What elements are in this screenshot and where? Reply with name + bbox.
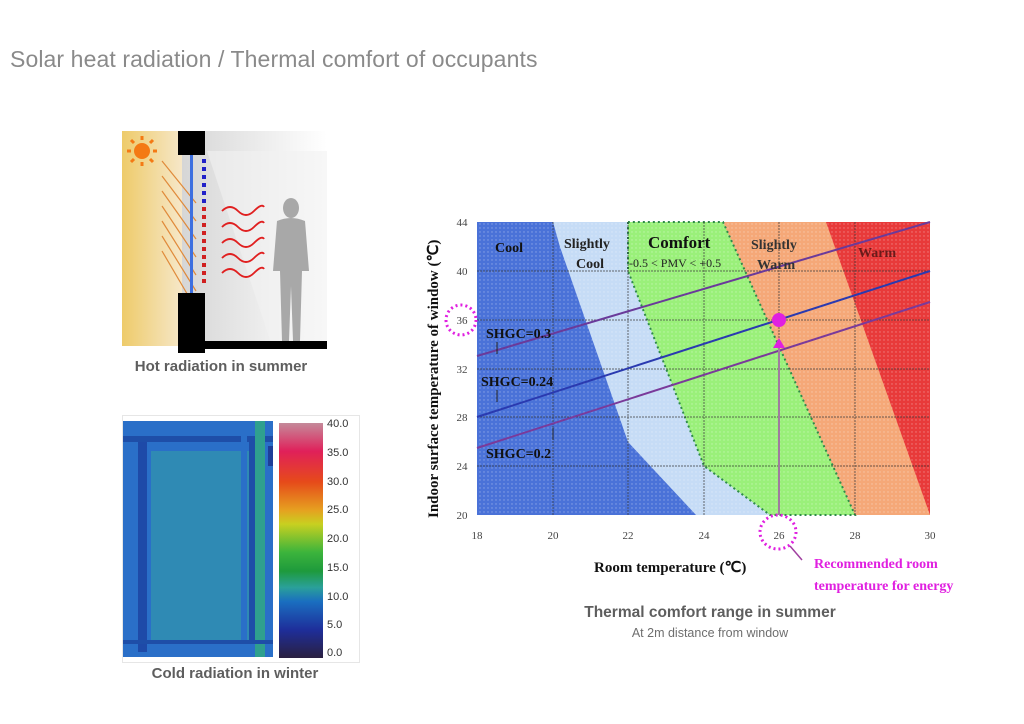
svg-text:20: 20: [457, 510, 469, 522]
colorbar-tick: 30.0: [327, 476, 349, 488]
shgc-0.3-line: [476, 221, 931, 357]
summer-radiation-illustration: [122, 131, 327, 353]
colorbar-tick: 25.0: [327, 504, 349, 516]
svg-text:Room temperature (℃): Room temperature (℃): [594, 560, 746, 576]
svg-text:Recommended room: Recommended room: [814, 557, 938, 572]
colorbar-tick: 15.0: [327, 562, 349, 574]
svg-text:20: 20: [548, 530, 560, 542]
colorbar-tick: 10.0: [327, 591, 349, 603]
colorbar-ticks: 40.0 35.0 30.0 25.0 20.0 15.0 10.0 5.0 0…: [327, 418, 359, 660]
svg-text:SHGC=0.2: SHGC=0.2: [486, 447, 551, 462]
svg-text:40: 40: [457, 266, 469, 278]
colorbar-tick: 5.0: [327, 619, 343, 631]
svg-text:32: 32: [457, 364, 468, 376]
svg-text:Slightly: Slightly: [751, 238, 797, 253]
svg-text:Comfort: Comfort: [648, 233, 711, 252]
recommended-point-marker: [772, 313, 786, 327]
chart-caption: Thermal comfort range in summer: [584, 604, 836, 621]
svg-text:Cool: Cool: [576, 257, 604, 272]
colorbar-tick: 20.0: [327, 533, 349, 545]
svg-text:30: 30: [925, 530, 937, 542]
svg-text:-0.5 < PMV < +0.5: -0.5 < PMV < +0.5: [629, 256, 721, 270]
svg-text:Warm: Warm: [757, 258, 795, 273]
svg-text:temperature for energy: temperature for energy: [814, 579, 953, 594]
sun-icon: [127, 136, 157, 166]
temperature-colorbar: [279, 423, 323, 658]
svg-text:36: 36: [457, 315, 469, 327]
svg-text:28: 28: [850, 530, 862, 542]
svg-text:28: 28: [457, 412, 469, 424]
shgc-0.2-line: [476, 301, 931, 449]
highlight-26-circle: [758, 513, 798, 551]
svg-text:26: 26: [774, 530, 786, 542]
summer-caption: Hot radiation in summer: [134, 358, 308, 375]
svg-text:SHGC=0.24: SHGC=0.24: [481, 375, 553, 390]
svg-text:Indoor surface temperature of: Indoor surface temperature of window (℃): [426, 240, 442, 518]
colorbar-tick: 40.0: [327, 418, 349, 430]
colorbar-tick: 35.0: [327, 447, 349, 459]
svg-text:SHGC=0.3: SHGC=0.3: [486, 327, 551, 342]
person-silhouette-icon: [273, 198, 309, 341]
page-title: Solar heat radiation / Thermal comfort o…: [10, 46, 538, 72]
shgc-0.24-line: [476, 270, 931, 418]
highlight-36-circle: [444, 303, 478, 337]
chart-subcaption: At 2m distance from window: [631, 626, 789, 640]
svg-text:Slightly: Slightly: [564, 237, 610, 252]
winter-caption: Cold radiation in winter: [151, 665, 319, 682]
svg-text:44: 44: [457, 217, 469, 229]
svg-text:24: 24: [457, 461, 469, 473]
winter-thermal-image: 40.0 35.0 30.0 25.0 20.0 15.0 10.0 5.0 0…: [122, 415, 360, 663]
colorbar-tick: 0.0: [327, 647, 343, 659]
thermal-comfort-chart: Cool Slightly Cool Comfort -0.5 < PMV < …: [410, 210, 1000, 600]
svg-text:Warm: Warm: [858, 246, 896, 261]
svg-text:24: 24: [699, 530, 711, 542]
svg-text:Cool: Cool: [495, 241, 523, 256]
heat-wave-arrows-icon: [221, 204, 265, 278]
svg-text:22: 22: [623, 530, 634, 542]
svg-text:18: 18: [472, 530, 484, 542]
